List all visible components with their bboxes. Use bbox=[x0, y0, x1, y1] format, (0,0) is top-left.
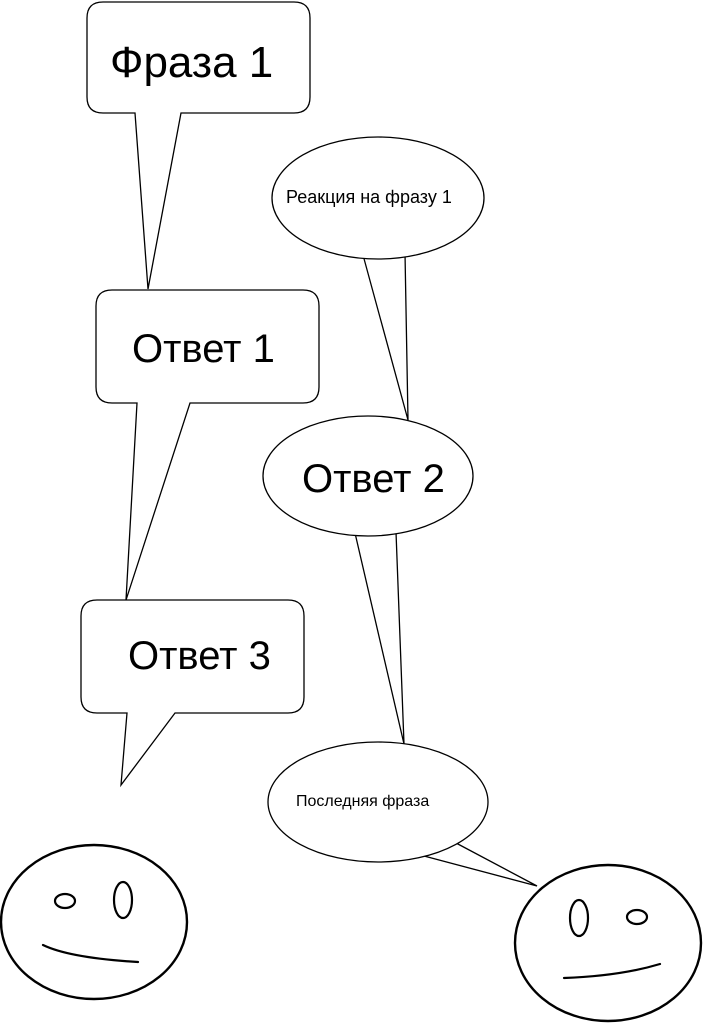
left-face bbox=[0, 843, 189, 1001]
bubble-phrase-1-text: Фраза 1 bbox=[110, 38, 273, 87]
left-face-eye-right bbox=[112, 880, 134, 920]
bubble-last-phrase-tail bbox=[423, 842, 538, 887]
bubble-reaction-1-tail bbox=[362, 252, 409, 421]
bubble-answer-2: Ответ 2 bbox=[262, 415, 474, 745]
right-face-eye-left bbox=[568, 898, 590, 938]
right-face-eye-right bbox=[625, 908, 649, 926]
right-face bbox=[513, 863, 703, 1023]
bubble-phrase-1: Фраза 1 bbox=[86, 1, 311, 290]
bubble-answer-3-shape bbox=[80, 599, 305, 788]
bubble-answer-3: Ответ 3 bbox=[80, 599, 305, 788]
bubble-last-phrase-text: Последняя фраза bbox=[296, 793, 429, 810]
bubble-answer-2-tail bbox=[354, 531, 405, 745]
bubble-answer-2-shape bbox=[262, 415, 474, 537]
right-face-outline bbox=[513, 863, 703, 1023]
bubble-last-phrase-shape bbox=[267, 741, 489, 863]
bubble-answer-1-shape bbox=[95, 289, 320, 601]
bubble-phrase-1-shape bbox=[86, 1, 311, 290]
bubble-reaction-1: Реакция на фразу 1 bbox=[271, 136, 485, 421]
bubble-reaction-1-shape bbox=[271, 136, 485, 260]
right-face-mouth bbox=[562, 962, 662, 980]
bubble-answer-2-text: Ответ 2 bbox=[302, 457, 445, 501]
bubble-answer-3-text: Ответ 3 bbox=[128, 634, 271, 678]
left-face-eye-left bbox=[53, 892, 77, 910]
left-face-outline bbox=[0, 843, 189, 1001]
bubble-last-phrase: Последняя фраза bbox=[267, 741, 538, 887]
bubble-answer-1: Ответ 1 bbox=[95, 289, 320, 601]
bubble-answer-1-text: Ответ 1 bbox=[132, 327, 275, 371]
left-face-mouth bbox=[41, 943, 140, 964]
bubble-reaction-1-text: Реакция на фразу 1 bbox=[286, 187, 452, 207]
